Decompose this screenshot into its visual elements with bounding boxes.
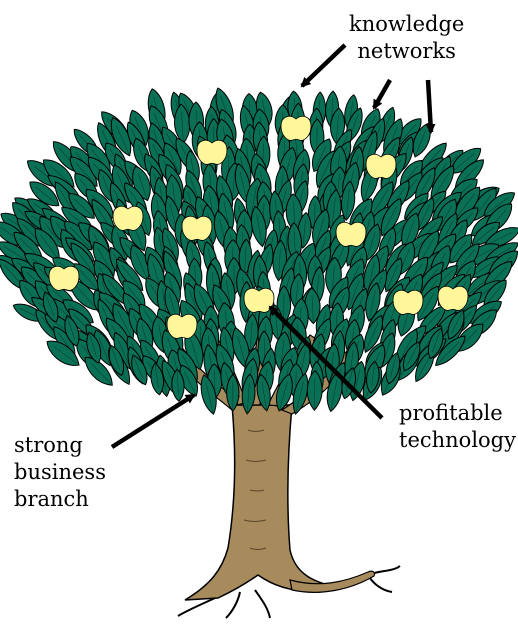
apple-icon xyxy=(197,140,227,164)
label-line: strong xyxy=(14,432,106,459)
arrow-knowledge-middle xyxy=(374,80,390,108)
apple-icon xyxy=(113,206,143,230)
apple-icon xyxy=(336,222,366,246)
label-line: networks xyxy=(349,38,464,65)
arrow-strong-business-branch xyxy=(112,395,194,447)
apple-icon xyxy=(281,116,311,140)
label-knowledge-networks: knowledge networks xyxy=(349,11,464,65)
apple-icon xyxy=(393,290,423,314)
apple-icon xyxy=(438,286,468,310)
apple-icon xyxy=(182,216,212,240)
apple-icon xyxy=(167,314,197,338)
arrow-knowledge-right xyxy=(428,80,431,132)
arrow-knowledge-left xyxy=(302,45,345,86)
label-line: business xyxy=(14,459,106,486)
label-line: technology xyxy=(399,427,516,454)
tree-foliage xyxy=(0,86,518,416)
label-line: profitable xyxy=(399,400,516,427)
label-strong-business-branch: strong business branch xyxy=(14,432,106,513)
label-line: branch xyxy=(14,486,106,513)
label-profitable-technology: profitable technology xyxy=(399,400,516,454)
label-line: knowledge xyxy=(349,11,464,38)
trunk-body xyxy=(185,405,340,600)
apple-icon xyxy=(366,154,396,178)
apple-icon xyxy=(49,266,79,290)
tree-trunk xyxy=(178,405,400,618)
